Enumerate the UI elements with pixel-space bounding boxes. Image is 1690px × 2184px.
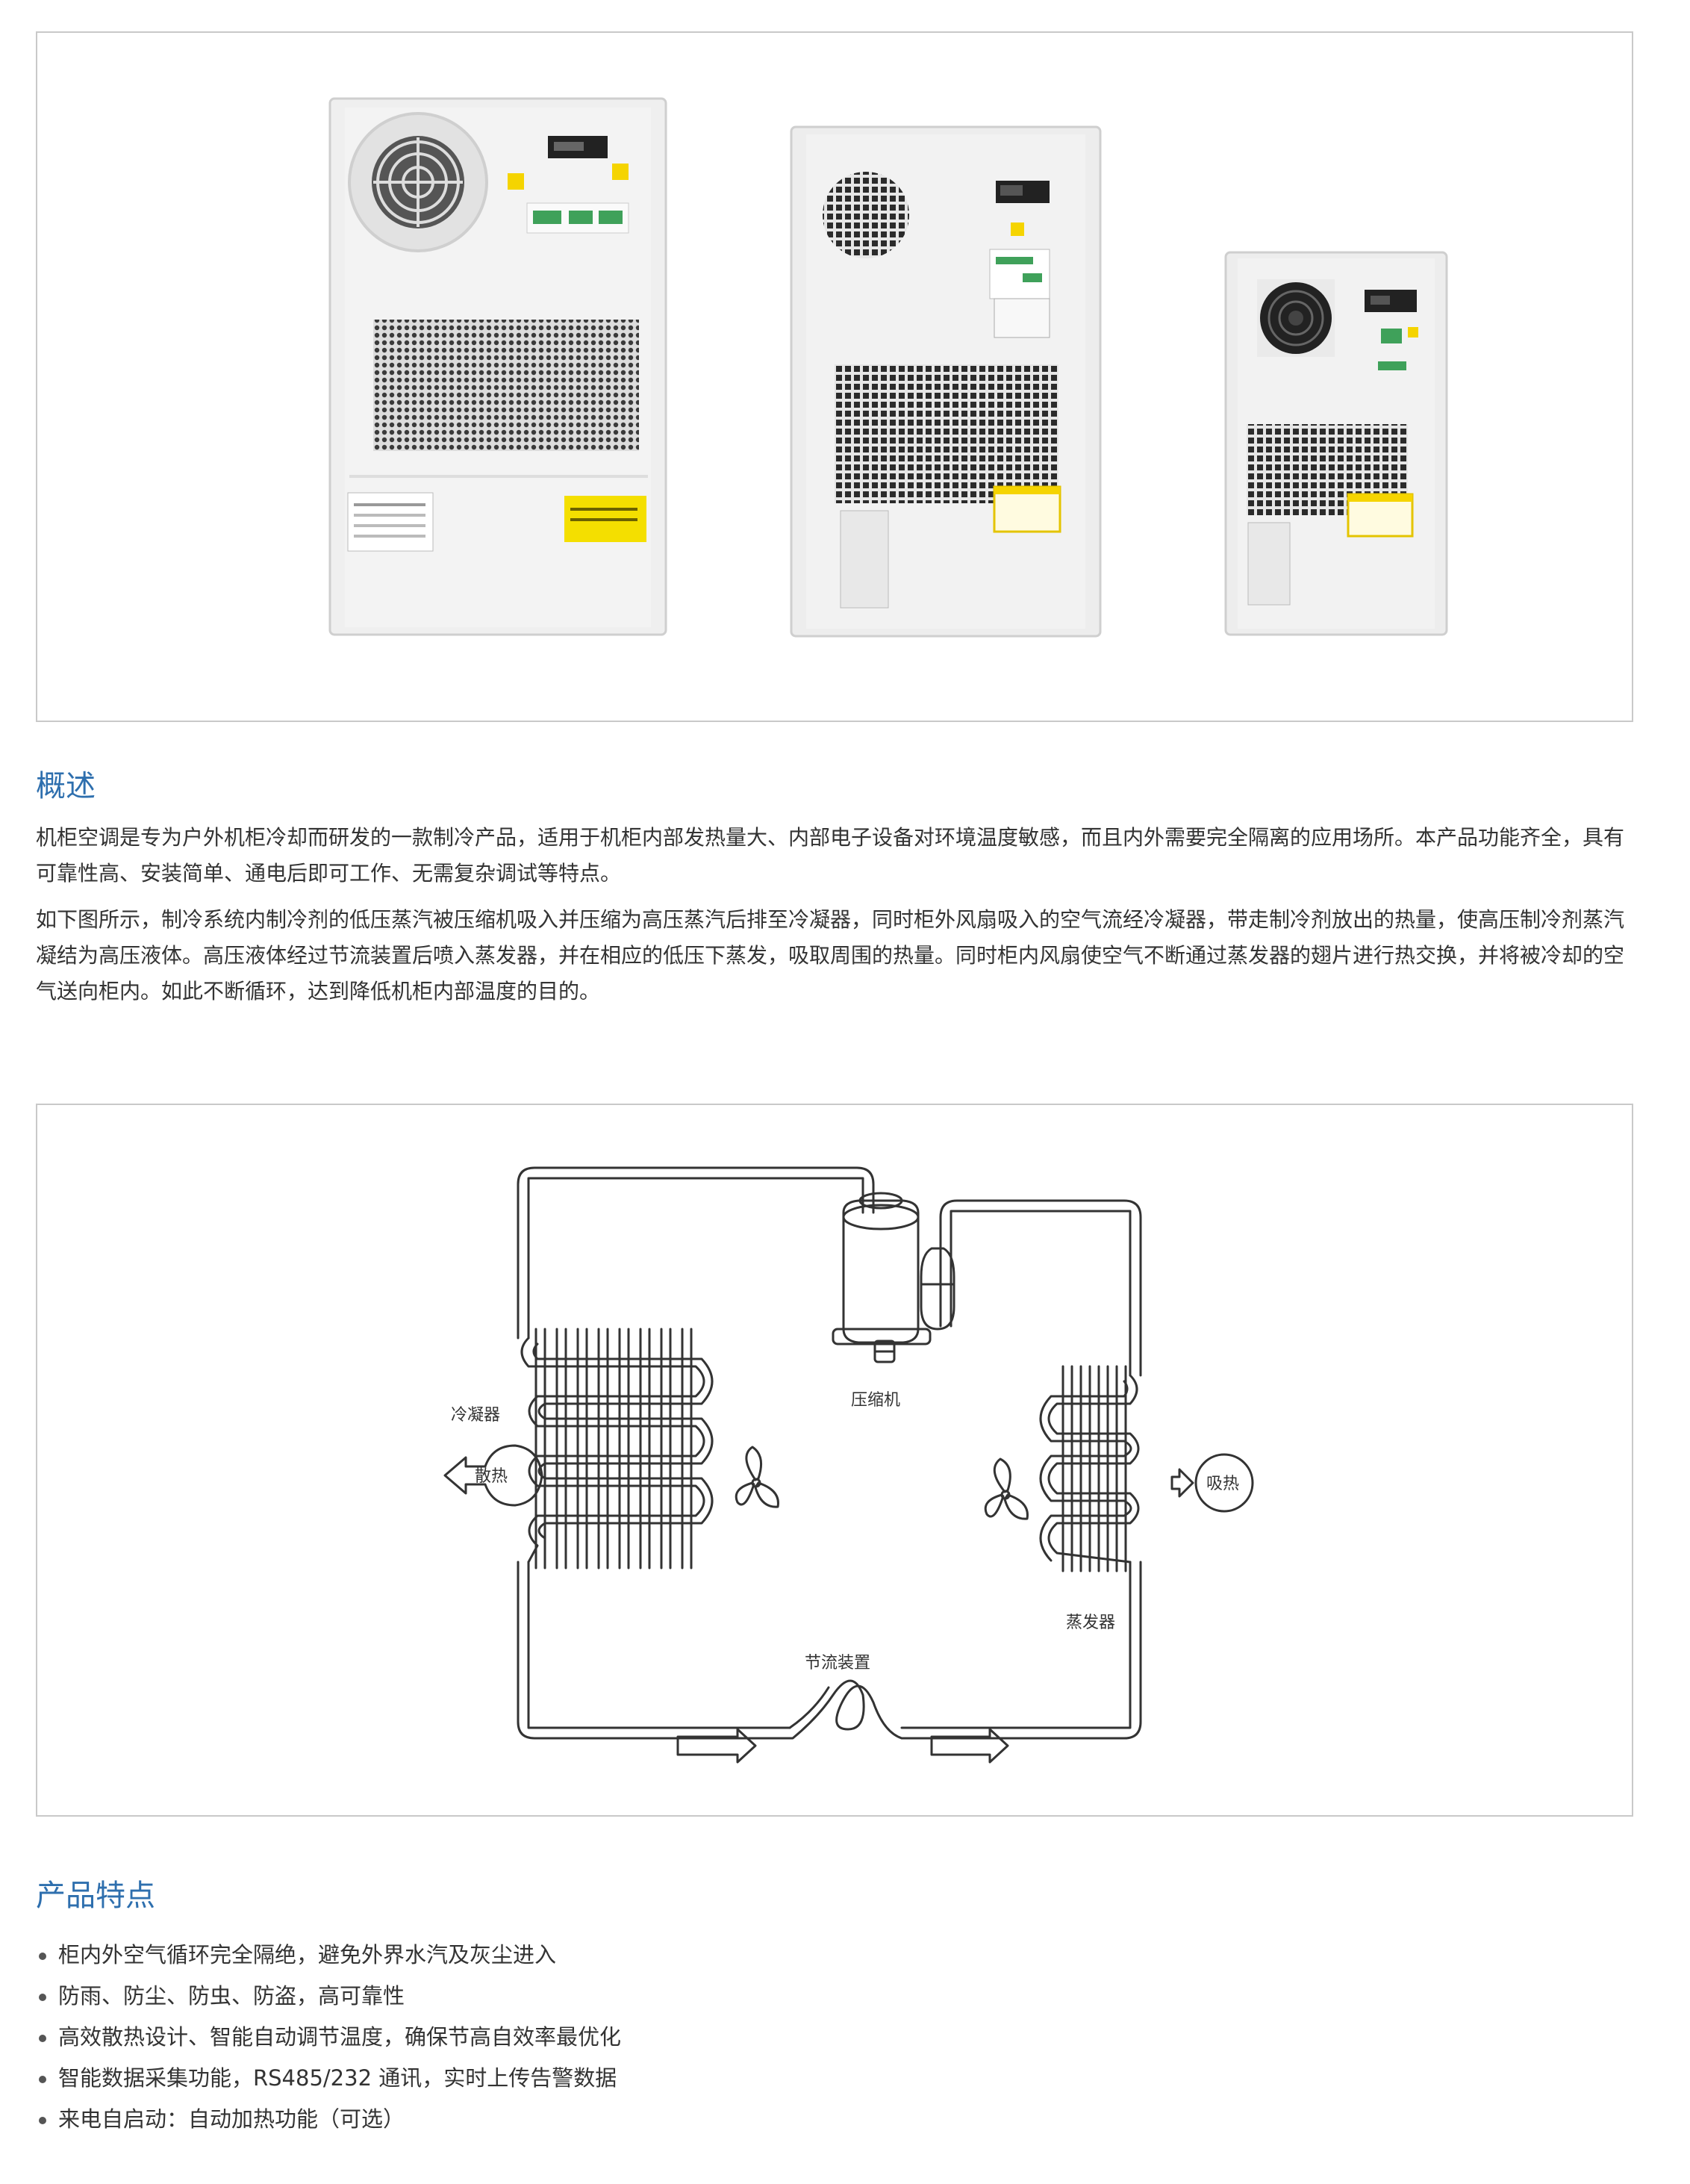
label-evaporator: 蒸发器 [1066,1614,1115,1632]
feature-item: 柜内外空气循环完全隔绝，避免外界水汽及灰尘进入 [36,1940,621,1970]
feature-text: 柜内外空气循环完全隔绝，避免外界水汽及灰尘进入 [58,1942,557,1967]
throttle-device [758,1679,903,1740]
evaporator-coil [1039,1365,1140,1572]
flow-arrow-left [676,1728,757,1764]
product-photo-panel [36,31,1633,722]
refrigeration-cycle-diagram: 冷凝器 散热 压缩机 吸热 蒸发器 节流装置 [443,1166,1254,1764]
flow-arrow-right [930,1728,1009,1764]
feature-text: 来电自启动：自动加热功能（可选） [58,2106,405,2132]
bullet-icon [39,2076,46,2083]
features-list: 柜内外空气循环完全隔绝，避免外界水汽及灰尘进入 防雨、防尘、防虫、防盗，高可靠性… [36,1940,621,2145]
label-heat-absorb: 吸热 [1206,1475,1239,1493]
feature-text: 智能数据采集功能，RS485/232 通讯，实时上传告警数据 [58,2065,617,2091]
feature-text: 防雨、防尘、防虫、防盗，高可靠性 [58,1983,405,2009]
evaporator-fan-icon [984,1457,1029,1520]
feature-item: 高效散热设计、智能自动调节温度，确保节高自效率最优化 [36,2022,621,2052]
bullet-icon [39,2035,46,2042]
air-conditioner-unit-large [328,97,667,636]
air-conditioner-unit-small [1224,251,1448,636]
refrigerant-pipe [517,1166,1142,1740]
overview-paragraph-1: 机柜空调是专为户外机柜冷却而研发的一款制冷产品，适用于机柜内部发热量大、内部电子… [36,825,1625,886]
condenser-fan-icon [735,1446,779,1508]
overview-heading: 概述 [36,769,96,803]
label-heat-release: 散热 [475,1467,508,1486]
feature-item: 来电自启动：自动加热功能（可选） [36,2104,621,2134]
heat-release-arrow [443,1444,543,1507]
features-heading: 产品特点 [36,1879,155,1913]
air-conditioner-unit-medium [790,125,1102,638]
bullet-icon [39,2117,46,2124]
feature-item: 防雨、防尘、防虫、防盗，高可靠性 [36,1981,621,2011]
condenser-coil [520,1328,714,1569]
overview-paragraph-2: 如下图所示，制冷系统内制冷剂的低压蒸汽被压缩机吸入并压缩为高压蒸汽后排至冷凝器，… [36,907,1625,1004]
label-condenser: 冷凝器 [451,1406,500,1425]
label-compressor: 压缩机 [851,1391,900,1410]
product-photos [328,97,1448,638]
refrigeration-cycle-panel: 冷凝器 散热 压缩机 吸热 蒸发器 节流装置 [36,1104,1633,1817]
feature-item: 智能数据采集功能，RS485/232 通讯，实时上传告警数据 [36,2063,621,2093]
heat-absorb-arrow [1170,1453,1254,1513]
bullet-icon [39,1953,46,1960]
bullet-icon [39,1994,46,2001]
compressor [832,1192,955,1363]
feature-text: 高效散热设计、智能自动调节温度，确保节高自效率最优化 [58,2024,622,2050]
label-throttle: 节流装置 [805,1654,870,1673]
